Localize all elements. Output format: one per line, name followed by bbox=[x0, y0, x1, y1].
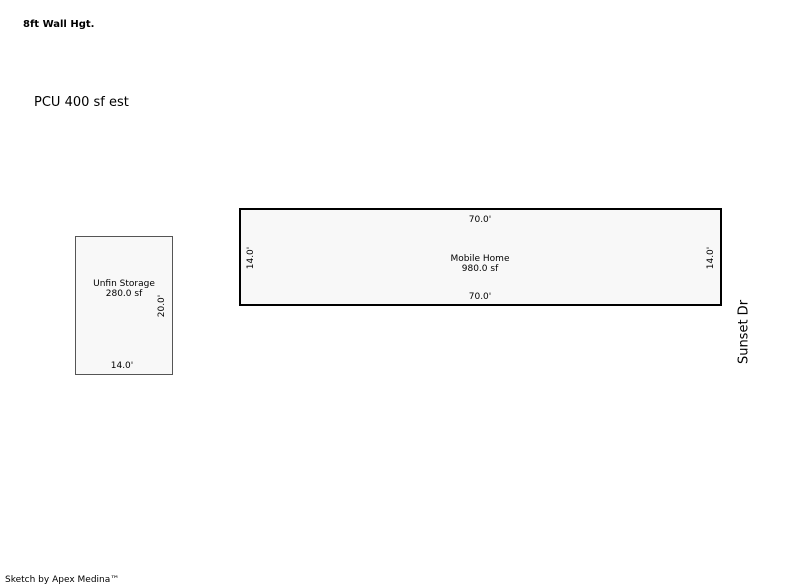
mobile-home-right-dimension: 14.0' bbox=[706, 246, 716, 270]
unfin-storage-name: Unfin Storage bbox=[93, 279, 155, 289]
mobile-home-bottom-dimension: 70.0' bbox=[468, 292, 492, 302]
street-label: Sunset Dr bbox=[736, 299, 752, 365]
mobile-home-area: 980.0 sf bbox=[461, 264, 499, 274]
pcu-note: PCU 400 sf est bbox=[34, 95, 129, 110]
unfin-storage-bottom-dimension: 14.0' bbox=[110, 361, 134, 371]
mobile-home-label: Mobile Home 980.0 sf bbox=[451, 254, 510, 274]
sketch-credit: Sketch by Apex Medina™ bbox=[5, 575, 120, 585]
wall-height-note: 8ft Wall Hgt. bbox=[23, 19, 95, 30]
mobile-home-outline bbox=[239, 208, 722, 306]
unfin-storage-outline bbox=[75, 236, 173, 375]
unfin-storage-side-dimension: 20.0' bbox=[157, 294, 167, 318]
unfin-storage-label: Unfin Storage 280.0 sf bbox=[93, 279, 155, 299]
mobile-home-left-dimension: 14.0' bbox=[246, 246, 256, 270]
mobile-home-name: Mobile Home bbox=[450, 254, 510, 264]
mobile-home-top-dimension: 70.0' bbox=[468, 215, 492, 225]
unfin-storage-area: 280.0 sf bbox=[105, 289, 143, 299]
